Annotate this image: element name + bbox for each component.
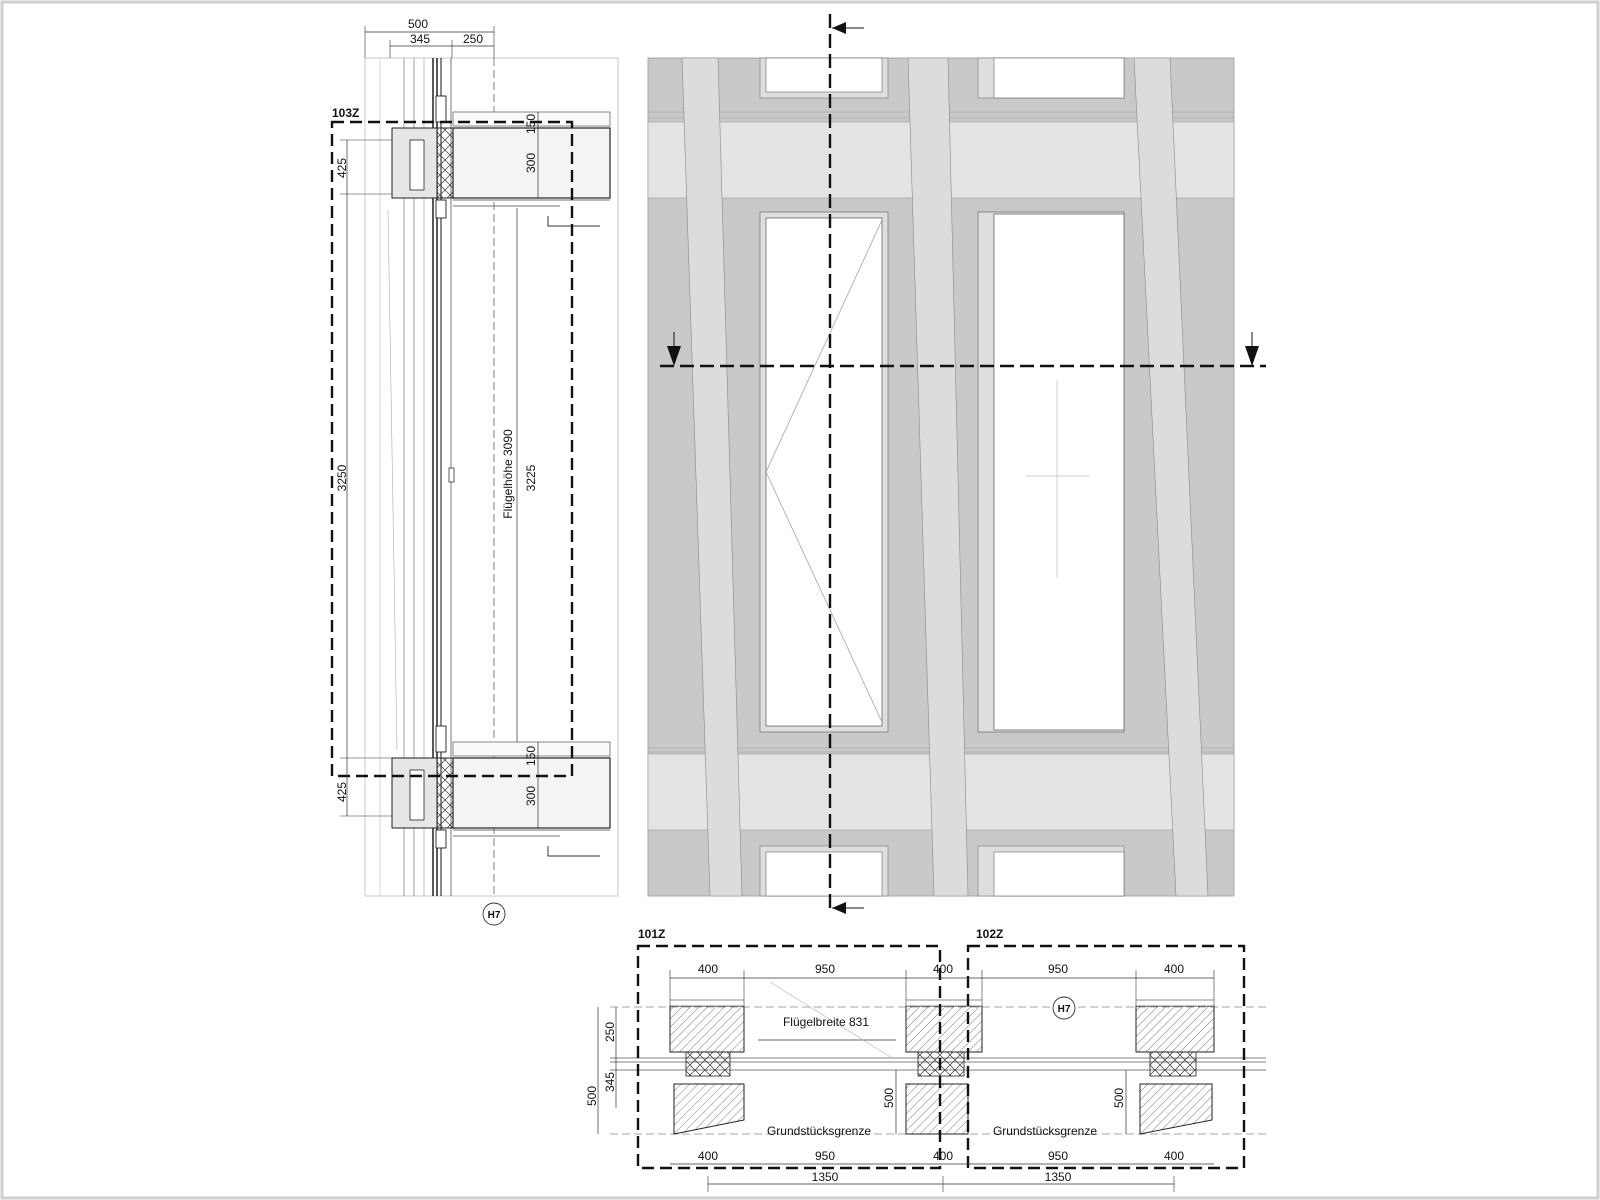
dim-plan-left-250: 250 (603, 1022, 617, 1042)
sash-height-label: Flügelhöhe 3090 (501, 429, 515, 519)
dim-section-425-bottom: 425 (335, 782, 349, 802)
property-boundary-label-left: Grundstücksgrenze (767, 1124, 871, 1138)
vertical-section: 103Z 500 345 250 425 3250 425 150 300 15… (330, 17, 619, 926)
dim-plan-inner-500-right: 500 (1112, 1088, 1126, 1108)
facade-elevation (647, 14, 1266, 914)
dim-plan-inner-500-left: 500 (882, 1088, 896, 1108)
detail-tag-103z: 103Z (332, 106, 359, 120)
dim-slab-300-lower: 300 (524, 786, 538, 806)
window-left (765, 217, 883, 727)
dim-slab-150-lower: 150 (524, 746, 538, 766)
detail-callout-101z (636, 944, 942, 1170)
dim-section-500: 500 (408, 17, 428, 31)
dim-slab-150-upper: 150 (524, 114, 538, 134)
dim-plan-bottom-4: 950 (1048, 1149, 1068, 1163)
axis-bubble-h7-plan (1052, 996, 1076, 1020)
dim-section-250: 250 (463, 32, 483, 46)
dim-section-3250: 3250 (335, 464, 349, 491)
property-boundary-label-right: Grundstücksgrenze (993, 1124, 1097, 1138)
dim-slab-300-upper: 300 (524, 153, 538, 173)
axis-label-h7-section: H7 (488, 910, 501, 921)
axis-bubble-h7-section (482, 902, 506, 926)
dim-plan-bottom-3: 400 (933, 1149, 953, 1163)
horizontal-plan: 101Z 102Z 400 950 400 950 400 Flügelbrei… (585, 927, 1266, 1192)
dim-plan-bottom-1: 400 (698, 1149, 718, 1163)
dim-plan-overall-2: 1350 (1045, 1170, 1072, 1184)
dim-section-425-top: 425 (335, 158, 349, 178)
detail-tag-102z: 102Z (976, 927, 1003, 941)
dim-plan-bottom-2: 950 (815, 1149, 835, 1163)
dim-plan-top-2: 950 (815, 962, 835, 976)
dim-plan-top-5: 400 (1164, 962, 1184, 976)
dim-plan-left-500: 500 (585, 1086, 599, 1106)
sash-width-label: Flügelbreite 831 (783, 1015, 869, 1029)
dim-plan-top-1: 400 (698, 962, 718, 976)
detail-callout-103z (330, 120, 574, 778)
axis-label-h7-plan: H7 (1058, 1004, 1071, 1015)
detail-tag-101z: 101Z (638, 927, 665, 941)
detail-callout-102z (966, 944, 1246, 1170)
dim-plan-left-345: 345 (603, 1072, 617, 1092)
dim-plan-bottom-5: 400 (1164, 1149, 1184, 1163)
dim-plan-top-3: 400 (933, 962, 953, 976)
dim-section-345: 345 (410, 32, 430, 46)
dim-plan-top-4: 950 (1048, 962, 1068, 976)
window-right (993, 213, 1125, 731)
dim-opening-3225: 3225 (524, 464, 538, 491)
dim-plan-overall-1: 1350 (812, 1170, 839, 1184)
